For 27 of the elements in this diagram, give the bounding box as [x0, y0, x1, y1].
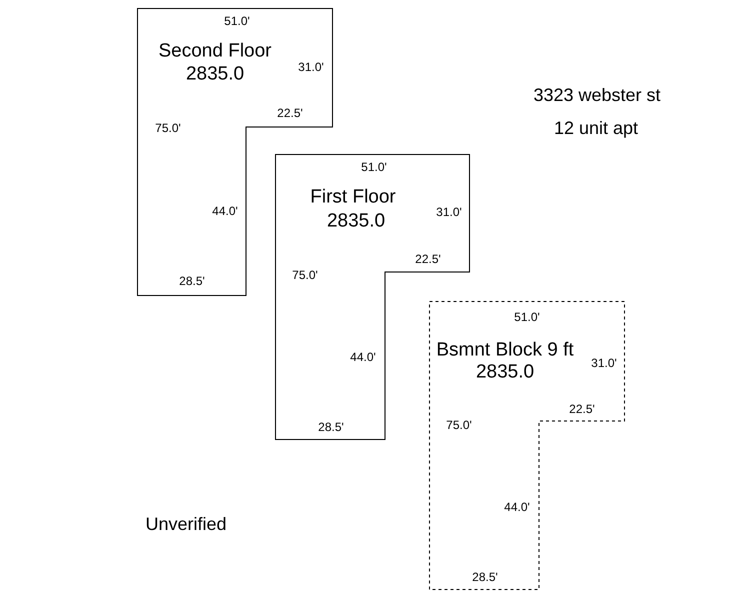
area-value: 2835.0	[326, 212, 386, 230]
dimension-label: 51.0'	[224, 15, 250, 27]
floor-name: First Floor	[310, 188, 396, 206]
dimension-label: 44.0'	[504, 501, 530, 513]
dimension-label: 28.5'	[179, 275, 205, 287]
dimension-label: 75.0'	[155, 122, 181, 134]
address-text: 3323 webster st	[533, 86, 661, 104]
dimension-label: 51.0'	[514, 311, 540, 323]
description-text: 12 unit apt	[554, 119, 638, 137]
area-value: 2835.0	[476, 362, 534, 382]
dimension-label: 51.0'	[361, 161, 387, 173]
dimension-label: 75.0'	[292, 269, 318, 281]
dimension-label: 31.0'	[591, 357, 617, 369]
dimension-label: 31.0'	[436, 206, 462, 218]
floor-name: Bsmnt Block 9 ft	[436, 340, 574, 360]
dimension-label: 28.5'	[318, 421, 344, 433]
area-value: 2835.0	[186, 64, 244, 84]
dimension-label: 22.5'	[277, 107, 303, 119]
dimension-label: 44.0'	[350, 351, 376, 363]
floor-name: Second Floor	[158, 42, 272, 60]
dimension-label: 22.5'	[569, 403, 595, 415]
dimension-label: 28.5'	[472, 571, 498, 583]
dimension-label: 22.5'	[415, 253, 441, 265]
dimension-label: 75.0'	[446, 419, 472, 431]
status-note: Unverified	[145, 515, 227, 533]
dimension-label: 31.0'	[298, 61, 324, 73]
dimension-label: 44.0'	[212, 205, 238, 217]
